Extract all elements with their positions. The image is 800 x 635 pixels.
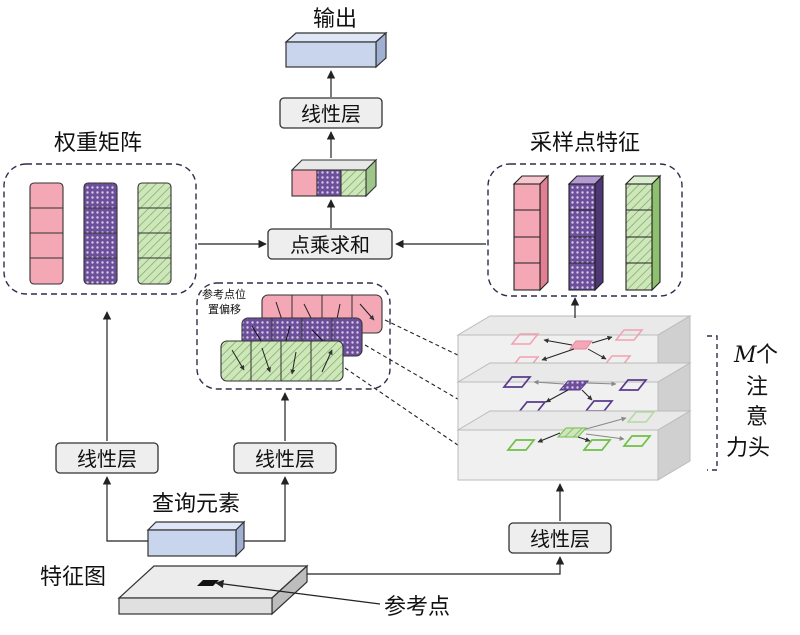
dashed-arrow-head2 [364, 344, 469, 406]
dashed-arrow-head3 [344, 367, 469, 453]
dot-product-sum-label: 点乘求和 [290, 233, 370, 257]
weight-column-green [137, 182, 172, 285]
linear-layer-middle: 线性层 [233, 442, 337, 474]
sampled-features-label: 采样点特征 [530, 131, 640, 156]
dashed-arrow-head1 [384, 319, 469, 361]
heads-label-ge: 个 [756, 343, 778, 368]
linear-layer-middle-label: 线性层 [255, 447, 315, 471]
linear-layer-left: 线性层 [55, 442, 159, 474]
query-element-block [146, 520, 246, 558]
dot-product-sum-box: 点乘求和 [267, 228, 393, 260]
weight-column-pink [29, 182, 64, 285]
reference-offset-label-1: 参考点位 [202, 287, 246, 301]
output-block [284, 31, 388, 69]
linear-layer-top-label: 线性层 [301, 102, 361, 126]
feature-map-plane [117, 564, 309, 616]
combined-feature-block [290, 158, 378, 198]
heads-label-m: M [733, 343, 757, 368]
heads-label-line2: 注 [746, 375, 768, 400]
reference-point-label: 参考点 [384, 595, 450, 620]
linear-layer-top: 线性层 [279, 97, 383, 129]
linear-layer-left-label: 线性层 [77, 447, 137, 471]
reference-offset-label-2: 置偏移 [208, 302, 241, 316]
sampled-column-pink [512, 174, 550, 292]
arrow-feature-to-linear-right [307, 556, 565, 575]
feature-map-label: 特征图 [40, 565, 106, 590]
heads-bracket [707, 335, 718, 471]
offset-row-green [220, 340, 344, 382]
weight-matrix-label: 权重矩阵 [54, 131, 142, 156]
linear-layer-right: 线性层 [508, 522, 612, 554]
weight-column-purple [83, 182, 118, 285]
heads-label-line4: 力头 [726, 436, 770, 461]
query-element-label: 查询元素 [152, 492, 240, 517]
linear-layer-right-label: 线性层 [530, 527, 590, 551]
arrow-ref-label-to-point [215, 579, 381, 605]
attention-head-plane-3 [456, 410, 692, 481]
arrow-query-to-linear-mid [244, 476, 290, 542]
weight-matrix-group [3, 163, 197, 295]
arrow-query-to-linear-left [102, 476, 148, 542]
sampled-column-purple [567, 174, 605, 292]
sampled-column-green [624, 174, 662, 292]
sampled-features-group [487, 163, 683, 297]
heads-label-line3: 意 [746, 405, 768, 430]
output-label: 输出 [313, 7, 357, 32]
reference-point-marker [197, 580, 219, 586]
